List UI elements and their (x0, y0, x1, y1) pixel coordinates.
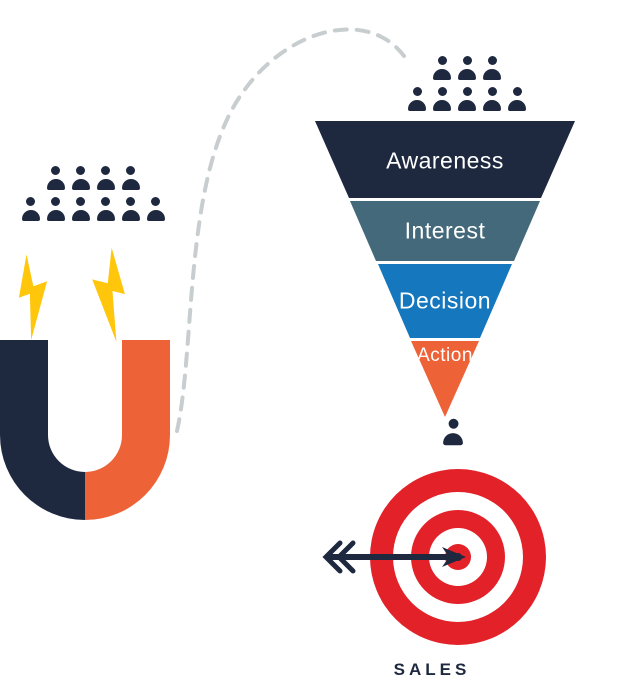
person-icon (432, 56, 452, 80)
people-row (46, 166, 141, 190)
funnel-level-label: Awareness (386, 147, 504, 174)
arrow-icon (322, 540, 466, 574)
person-icon (432, 87, 452, 111)
people-row (407, 87, 527, 111)
funnel-level-awareness: Awareness (315, 121, 575, 198)
person-icon (146, 197, 166, 221)
person-icon (442, 418, 464, 446)
person-icon (21, 197, 41, 221)
attracted-audience-group (18, 166, 168, 221)
bullseye-target-icon (322, 469, 546, 645)
person-icon (482, 56, 502, 80)
people-row (21, 197, 166, 221)
person-icon (96, 166, 116, 190)
person-icon (482, 87, 502, 111)
person-icon (71, 197, 91, 221)
lightning-bolt-icon (92, 247, 125, 342)
funnel-level-label: Interest (404, 217, 486, 244)
person-icon (407, 87, 427, 111)
magnet-icon (0, 340, 170, 520)
person-icon (46, 197, 66, 221)
sales-funnel: Awareness Interest Decision Action (315, 121, 575, 417)
people-row (432, 56, 502, 80)
funnel-entry-audience-group (403, 56, 531, 111)
person-icon (507, 87, 527, 111)
lightning-bolt-icon (18, 254, 48, 340)
person-icon (457, 56, 477, 80)
person-icon (96, 197, 116, 221)
person-icon (121, 197, 141, 221)
person-icon (71, 166, 91, 190)
funnel-level-interest: Interest (350, 201, 540, 261)
person-icon (121, 166, 141, 190)
person-icon (457, 87, 477, 111)
funnel-level-label: Action (417, 345, 473, 366)
funnel-level-label: Decision (398, 287, 492, 314)
person-icon (46, 166, 66, 190)
sales-label: SALES (393, 660, 471, 679)
